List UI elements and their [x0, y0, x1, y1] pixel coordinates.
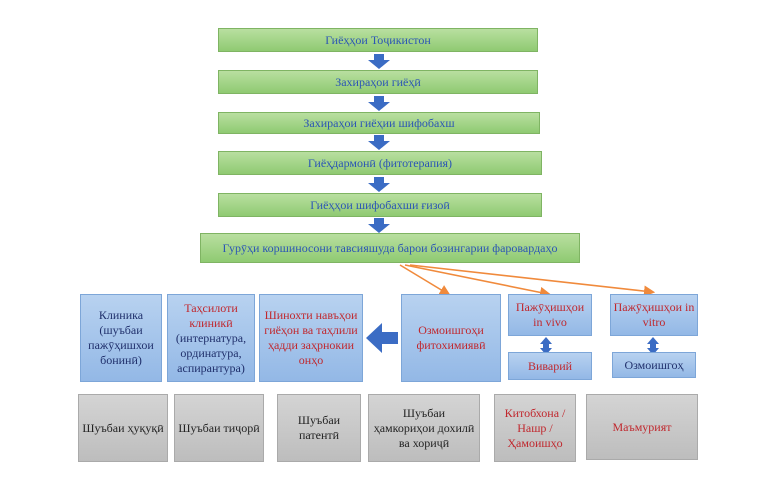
ozmoishgoh2-box: Озмоишгоҳ: [612, 352, 696, 378]
chain-box-2: Захираҳои гиёҳӣ: [218, 70, 538, 94]
shinokhti-label: Шинохти навъҳои гиёҳон ва таҳлили ҳадди …: [264, 308, 358, 367]
klinika-label: Клиника (шуъбаи пажӯҳишхои бонинӣ): [88, 308, 154, 367]
down-arrow-3: [368, 135, 390, 150]
tijori-box: Шуъбаи тиҷорӣ: [174, 394, 264, 462]
mamuriyat-label: Маъмурият: [612, 419, 672, 434]
ozmoishgoh2-label: Озмоишгоҳ: [624, 357, 684, 372]
ozmoishgoh-box: Озмоишгоҳи фитохимиявӣ: [401, 294, 501, 382]
vivariy-box: Виварий: [508, 352, 592, 380]
tahsiloti-subtitle: (интернатура, ординатура, аспирантура): [175, 330, 247, 375]
chain-box-5: Гиёҳҳои шифобахши ғизоӣ: [218, 193, 542, 217]
double-arrow-vitro: [647, 337, 659, 355]
down-arrow-4: [368, 177, 390, 192]
klinika-box: Клиника (шуъбаи пажӯҳишхои бонинӣ): [80, 294, 162, 382]
kitobkhona-box: Китобхона / Нашр / Ҳамоишҳо: [494, 394, 576, 462]
chain-box-4: Гиёҳдармонӣ (фитотерапия): [218, 151, 542, 175]
invivo-label: Пажӯҳишҳои in vivo: [515, 300, 585, 329]
down-arrow-5: [368, 218, 390, 233]
tahsiloti-title: Таҳсилоти клиникӣ: [184, 300, 238, 330]
ozmoishgoh-label: Озмоишгоҳи фитохимиявӣ: [416, 323, 486, 352]
huquqi-box: Шуъбаи ҳуқуқӣ: [78, 394, 168, 462]
kitobkhona-label: Китобхона / Нашр / Ҳамоишҳо: [504, 405, 566, 450]
huquqi-label: Шуъбаи ҳуқуқӣ: [82, 420, 164, 435]
patenti-box: Шуъбаи патентӣ: [277, 394, 361, 462]
hamkori-box: Шуъбаи ҳамкориҳои дохилӣ ва хориҷӣ: [368, 394, 480, 462]
chain-box-3: Захираҳои гиёҳии шифобахш: [218, 112, 540, 134]
orange-arrow-2: [404, 264, 552, 298]
patenti-label: Шуъбаи патентӣ: [297, 413, 341, 442]
invitro-label: Пажӯҳишҳои in vitro: [613, 300, 695, 329]
down-arrow-2: [368, 96, 390, 111]
mamuriyat-box: Маъмурият: [586, 394, 698, 460]
left-arrow: [366, 323, 398, 353]
tahsiloti-box: Таҳсилоти клиникӣ (интернатура, ординату…: [167, 294, 255, 382]
chain-box-6: Гурӯҳи коршиносони тавсияшуда барои бози…: [200, 233, 580, 263]
orange-arrow-1: [399, 264, 451, 296]
invivo-box: Пажӯҳишҳои in vivo: [508, 294, 592, 336]
invitro-box: Пажӯҳишҳои in vitro: [610, 294, 698, 336]
chain-box-1: Гиёҳҳои Тоҷикистон: [218, 28, 538, 52]
double-arrow-vivo: [540, 337, 552, 355]
tijori-label: Шуъбаи тиҷорӣ: [178, 420, 260, 435]
shinokhti-box: Шинохти навъҳои гиёҳон ва таҳлили ҳадди …: [259, 294, 363, 382]
vivariy-label: Виварий: [527, 358, 573, 373]
hamkori-label: Шуъбаи ҳамкориҳои дохилӣ ва хориҷӣ: [373, 405, 475, 450]
down-arrow-1: [368, 54, 390, 69]
orange-arrow-3: [409, 264, 656, 297]
